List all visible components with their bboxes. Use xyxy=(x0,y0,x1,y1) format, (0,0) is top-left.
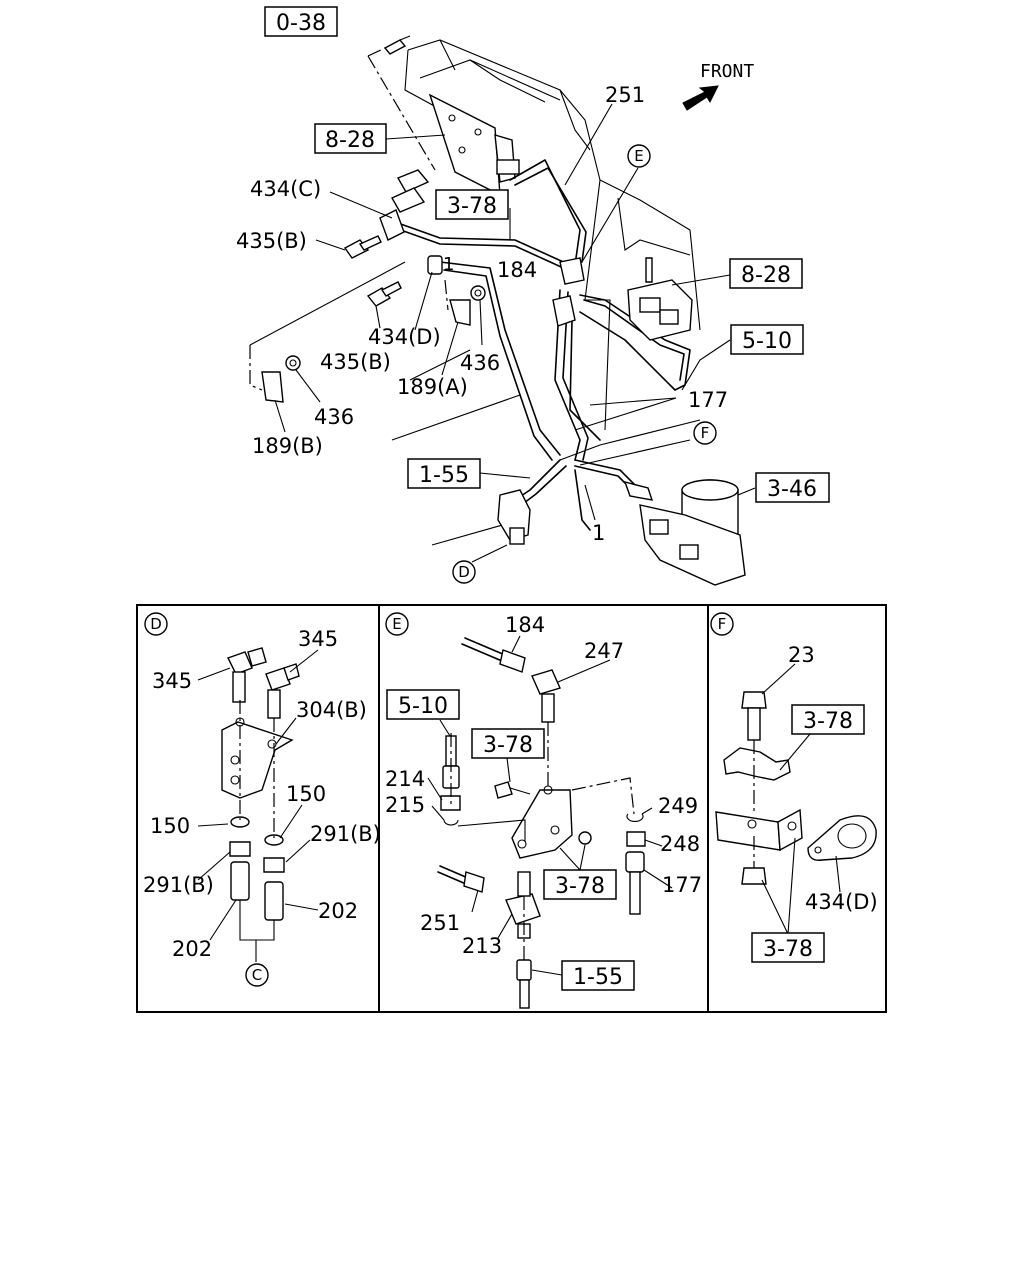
label-434c: 434(C) xyxy=(250,177,321,201)
detail-panels-frame xyxy=(136,604,887,1013)
label-d-150-right: 150 xyxy=(286,782,326,806)
label-e-247: 247 xyxy=(584,639,624,663)
ref-box-0-38[interactable]: 0-38 xyxy=(264,6,338,37)
label-435b-upper: 435(B) xyxy=(236,229,307,253)
callout-F-panel[interactable]: F xyxy=(710,612,734,636)
label-e-214: 214 xyxy=(385,767,425,791)
label-f-434d: 434(D) xyxy=(805,890,878,914)
label-177-main: 177 xyxy=(688,388,728,412)
label-e-213: 213 xyxy=(462,934,502,958)
label-d-291b-right: 291(B) xyxy=(310,822,381,846)
ref-box-3-78-main[interactable]: 3-78 xyxy=(435,189,509,220)
label-d-202-right: 202 xyxy=(318,899,358,923)
bolt-435b-lower xyxy=(366,281,402,307)
ref-box-3-78-panel-f-upper[interactable]: 3-78 xyxy=(791,704,865,735)
svg-text:3-78: 3-78 xyxy=(483,733,533,758)
panel-e-leaders xyxy=(427,635,673,976)
label-434d: 434(D) xyxy=(368,325,441,349)
callout-E-main[interactable]: E xyxy=(627,144,651,168)
svg-text:0-38: 0-38 xyxy=(276,11,326,36)
label-e-184: 184 xyxy=(505,613,545,637)
ref-box-3-78-panel-e-lower[interactable]: 3-78 xyxy=(543,869,617,900)
three-way-valve-main xyxy=(497,489,531,545)
label-d-202-left: 202 xyxy=(172,937,212,961)
svg-text:3-78: 3-78 xyxy=(763,937,813,962)
panel-d-leaders xyxy=(197,649,319,941)
ref-box-1-55-main[interactable]: 1-55 xyxy=(407,458,481,489)
svg-text:3-46: 3-46 xyxy=(767,477,817,502)
air-dryer-3-46 xyxy=(623,479,746,586)
label-435b-lower: 435(B) xyxy=(320,350,391,374)
label-1-bottom: 1 xyxy=(592,521,605,545)
panel-f-leaders xyxy=(761,663,841,935)
svg-text:1-55: 1-55 xyxy=(419,463,469,488)
svg-text:3-78: 3-78 xyxy=(555,874,605,899)
callout-F-main[interactable]: F xyxy=(693,421,717,445)
label-e-248: 248 xyxy=(660,832,700,856)
label-184: 184 xyxy=(497,258,537,282)
pipe-routing xyxy=(394,159,691,531)
svg-text:F: F xyxy=(701,424,710,442)
leader-lines-main xyxy=(274,47,756,521)
ref-box-8-28-upper[interactable]: 8-28 xyxy=(314,123,387,154)
label-436-right: 436 xyxy=(460,351,500,375)
ref-box-5-10-panel-e[interactable]: 5-10 xyxy=(386,689,460,720)
callout-D-main[interactable]: D xyxy=(452,560,476,584)
ref-box-3-78-panel-e-upper[interactable]: 3-78 xyxy=(471,728,545,759)
svg-text:3-78: 3-78 xyxy=(803,709,853,734)
label-189a: 189(A) xyxy=(397,375,468,399)
panel-f-parts xyxy=(715,691,877,885)
ref-box-3-78-panel-f-lower[interactable]: 3-78 xyxy=(751,932,825,963)
label-e-249: 249 xyxy=(658,794,698,818)
relay-valve-8-28 xyxy=(627,257,693,341)
bracket-189a xyxy=(449,285,486,326)
label-d-150-left: 150 xyxy=(150,814,190,838)
hose-fittings-upper xyxy=(379,169,585,327)
svg-text:D: D xyxy=(458,563,470,581)
label-251: 251 xyxy=(605,83,645,107)
label-1-top: 1 xyxy=(443,254,454,275)
label-d-291b-left: 291(B) xyxy=(143,873,214,897)
callout-D-panel[interactable]: D xyxy=(144,612,168,636)
svg-text:5-10: 5-10 xyxy=(398,694,448,719)
label-e-215: 215 xyxy=(385,793,425,817)
svg-text:E: E xyxy=(392,615,401,633)
callout-E-panel[interactable]: E xyxy=(385,612,409,636)
ref-box-8-28-right[interactable]: 8-28 xyxy=(729,258,803,289)
bolt-435b-upper xyxy=(343,235,382,259)
label-d-345-left: 345 xyxy=(152,669,192,693)
svg-text:C: C xyxy=(252,966,262,984)
ref-box-5-10-main[interactable]: 5-10 xyxy=(730,324,804,355)
frame-structure xyxy=(391,39,701,546)
svg-text:8-28: 8-28 xyxy=(741,263,791,288)
svg-text:D: D xyxy=(150,615,162,633)
label-d-304b: 304(B) xyxy=(296,698,367,722)
svg-text:F: F xyxy=(718,615,727,633)
svg-text:5-10: 5-10 xyxy=(742,329,792,354)
label-e-251: 251 xyxy=(420,911,460,935)
ref-box-3-46[interactable]: 3-46 xyxy=(755,472,830,503)
callout-C[interactable]: C xyxy=(245,963,269,987)
front-arrow-icon xyxy=(682,85,719,111)
clip-434d-main xyxy=(427,255,443,275)
bracket-189b xyxy=(261,355,301,403)
label-189b: 189(B) xyxy=(252,434,323,458)
ref-box-1-55-panel-e[interactable]: 1-55 xyxy=(561,960,635,991)
bracket-plate-upper xyxy=(428,93,520,197)
svg-text:E: E xyxy=(634,147,643,165)
label-f-23: 23 xyxy=(788,643,815,667)
svg-text:1-55: 1-55 xyxy=(573,965,623,990)
label-e-177: 177 xyxy=(662,873,702,897)
bolt-0-38 xyxy=(383,35,411,55)
front-label: FRONT xyxy=(700,61,754,82)
label-436-left: 436 xyxy=(314,405,354,429)
svg-text:3-78: 3-78 xyxy=(447,194,497,219)
svg-text:8-28: 8-28 xyxy=(325,128,375,153)
label-d-345-right: 345 xyxy=(298,627,338,651)
